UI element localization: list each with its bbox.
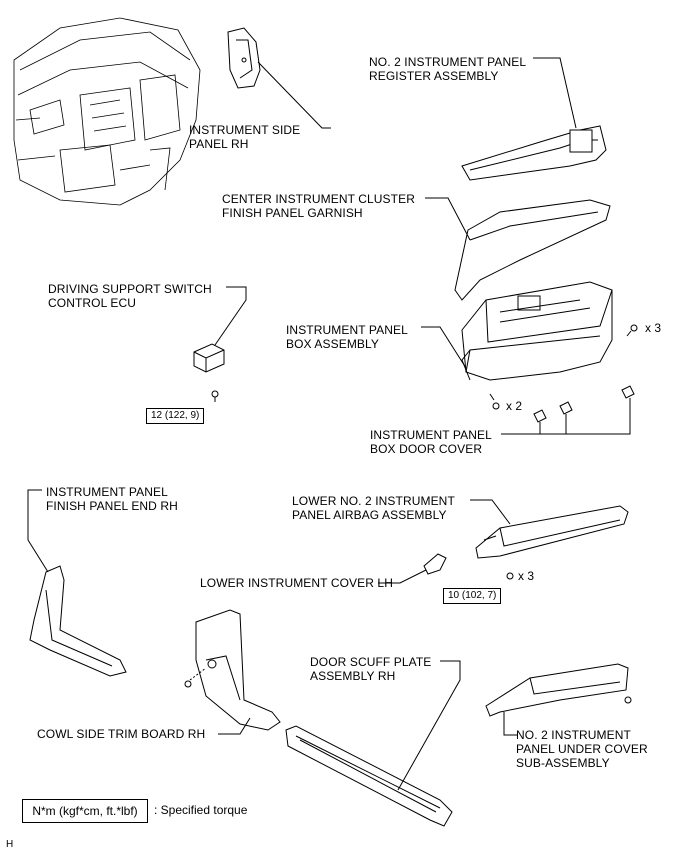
register-assembly-part <box>461 57 607 181</box>
lower-instrument-cover-lh-part <box>378 553 447 584</box>
figure-code: H <box>6 839 14 850</box>
cowl-side-trim-board-part <box>184 609 281 735</box>
label-cowl-side-trim-board: COWL SIDE TRIM BOARD RH <box>37 727 206 741</box>
label-lower-instrument-cover-lh: LOWER INSTRUMENT COVER LH <box>200 576 393 590</box>
qty-box-bolts: x 2 <box>506 399 523 413</box>
instrument-panel-box-part <box>421 281 638 410</box>
under-cover-part <box>485 663 632 736</box>
airbag-assembly-part <box>470 499 629 580</box>
qty-box-screws: x 3 <box>645 321 662 335</box>
instrument-side-panel-rh-part <box>227 27 331 129</box>
door-scuff-plate-part <box>285 660 461 827</box>
box-door-cover-clips <box>501 385 635 435</box>
torque-ecu: 12 (122, 9) <box>146 408 205 424</box>
torque-legend-box: N*m (kgf*cm, ft.*lbf) <box>22 799 148 823</box>
torque-legend-text: : Specified torque <box>154 803 248 817</box>
qty-airbag-bolts: x 3 <box>518 569 535 583</box>
driving-support-ecu-part <box>193 286 247 402</box>
finish-panel-garnish-part <box>425 197 611 301</box>
torque-airbag: 10 (102, 7) <box>443 588 502 604</box>
finish-panel-end-rh-part <box>27 489 127 677</box>
dashboard-overview-drawing <box>13 17 201 206</box>
